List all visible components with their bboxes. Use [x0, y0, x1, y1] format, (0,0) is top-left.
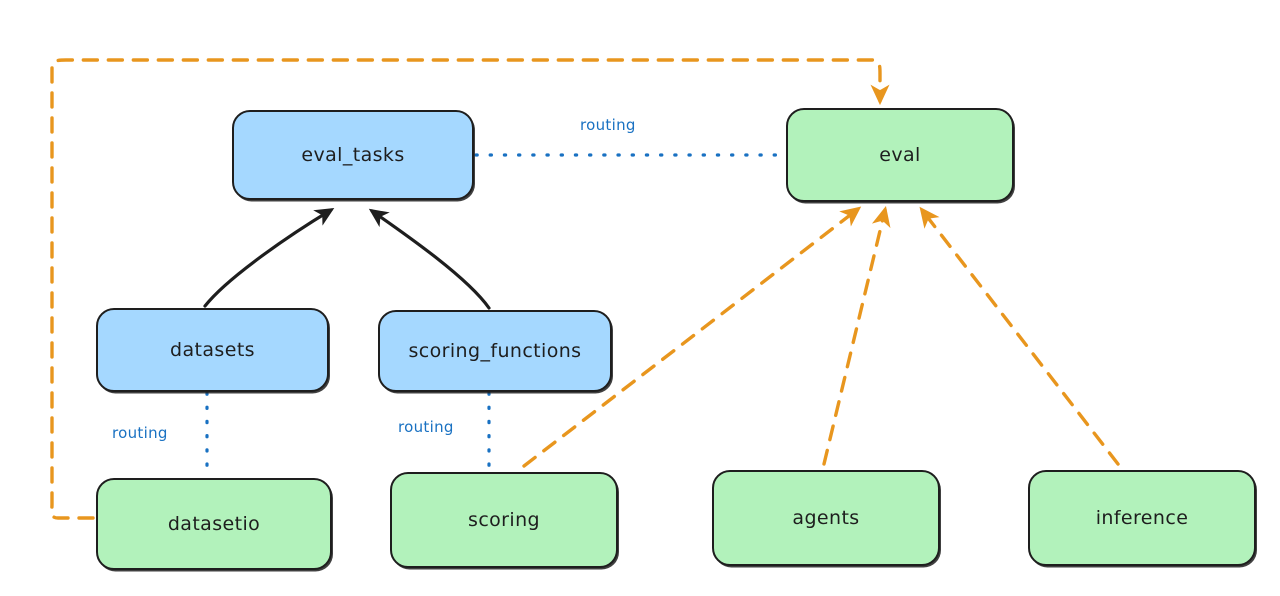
- node-label-eval: eval: [879, 143, 921, 166]
- node-label-agents: agents: [792, 506, 860, 529]
- node-datasets[interactable]: datasets: [96, 308, 329, 392]
- node-agents[interactable]: agents: [712, 470, 940, 566]
- edge-label-scoring-routing: routing: [396, 418, 456, 436]
- edge-datasets-eval_tasks: [203, 208, 335, 308]
- edge-label-eval-routing: routing: [578, 116, 638, 134]
- edge-scoring_functions-eval_tasks: [368, 208, 491, 310]
- node-datasetio[interactable]: datasetio: [96, 478, 332, 570]
- edge-agents-eval: [822, 206, 891, 466]
- node-label-scoring_functions: scoring_functions: [408, 339, 582, 362]
- node-eval_tasks[interactable]: eval_tasks: [232, 110, 474, 200]
- node-label-inference: inference: [1095, 506, 1189, 529]
- edge-label-datasets-routing: routing: [110, 424, 170, 442]
- node-label-datasetio: datasetio: [167, 512, 261, 535]
- edge-inference-eval: [919, 206, 1120, 466]
- node-label-scoring: scoring: [468, 508, 540, 531]
- node-eval[interactable]: eval: [786, 108, 1014, 202]
- node-inference[interactable]: inference: [1028, 470, 1256, 566]
- node-scoring_functions[interactable]: scoring_functions: [378, 310, 612, 392]
- node-label-eval_tasks: eval_tasks: [301, 143, 405, 166]
- node-label-datasets: datasets: [170, 338, 255, 361]
- node-scoring[interactable]: scoring: [390, 472, 618, 568]
